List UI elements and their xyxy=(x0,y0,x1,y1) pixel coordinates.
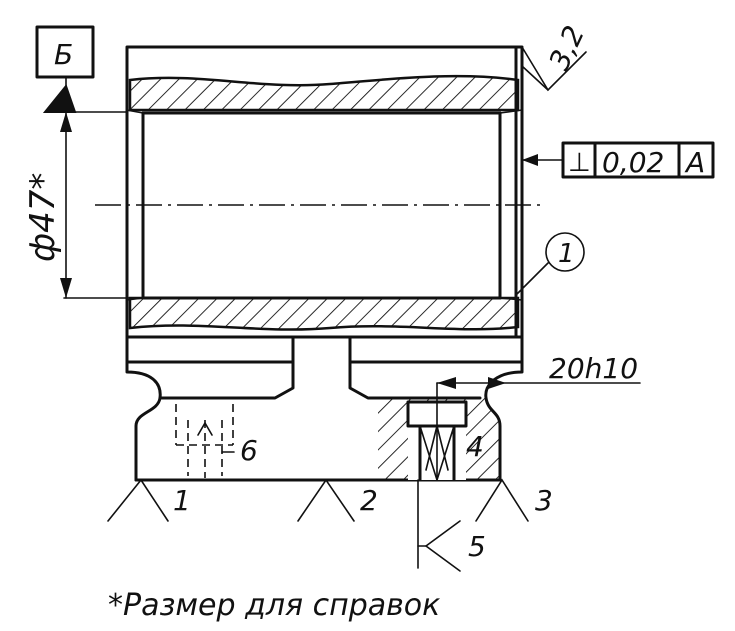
support-1 xyxy=(107,478,169,522)
perpendicularity-frame xyxy=(521,141,715,179)
datum-b-symbol xyxy=(35,25,128,113)
callout-4-label: 4 xyxy=(466,430,484,463)
support-3-label: 3 xyxy=(535,484,553,517)
fit-label: 20h10 xyxy=(549,352,638,385)
support-3 xyxy=(475,478,529,522)
roughness-value: 3,2 xyxy=(542,21,591,75)
perpendicularity-datum: A xyxy=(684,146,705,179)
support-1-label: 1 xyxy=(173,484,191,517)
callout-5-label: 5 xyxy=(468,530,486,563)
roughness-symbol xyxy=(521,46,587,92)
callout-6-label: 6 xyxy=(240,434,258,467)
callout-5-symbol xyxy=(417,479,461,572)
fit-dimension xyxy=(436,377,641,403)
fixture-body xyxy=(125,335,524,482)
diameter-dimension xyxy=(60,111,144,299)
bushing-body xyxy=(95,45,545,339)
bottom-wall-section xyxy=(128,296,520,331)
diameter-label: ф47* xyxy=(23,173,63,262)
perpendicularity-value: 0,02 xyxy=(602,146,664,179)
support-2 xyxy=(297,478,355,522)
callout-1-label: 1 xyxy=(558,239,575,269)
datum-b-label: Б xyxy=(54,38,73,71)
footnote: *Размер для справок xyxy=(108,588,440,623)
perpendicularity-symbol: ⊥ xyxy=(568,148,591,178)
support-2-label: 2 xyxy=(360,484,378,517)
top-wall-section xyxy=(128,74,520,112)
callout-1 xyxy=(515,232,585,296)
